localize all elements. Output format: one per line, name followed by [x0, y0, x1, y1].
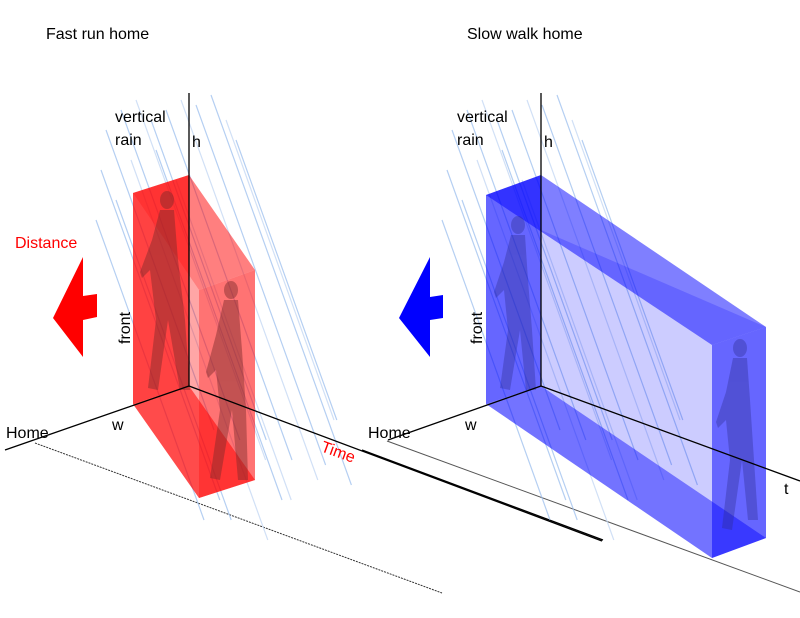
- blue-direction-arrow-icon: [399, 257, 443, 357]
- rain-streak: [496, 119, 613, 441]
- walker-silhouette-front: [494, 216, 536, 390]
- rain-streak: [556, 94, 698, 486]
- blue-box-back: [712, 327, 766, 558]
- blue-box-side: [541, 230, 766, 538]
- red-box-front: [133, 175, 189, 404]
- rain-streak: [195, 104, 327, 466]
- left-w-axis: [4, 385, 190, 451]
- red-box-side: [133, 193, 199, 498]
- right-h-label: h: [544, 134, 553, 151]
- left-h-label: h: [192, 134, 201, 151]
- right-panel-title: Slow walk home: [467, 26, 583, 43]
- blue-box-bottom: [486, 386, 766, 558]
- right-home-label: Home: [368, 425, 411, 442]
- t-label: t: [784, 481, 789, 498]
- red-box-back: [199, 270, 255, 498]
- right-w-label: w: [464, 417, 477, 434]
- fast-run-volume: [133, 175, 255, 498]
- right-rain-label-2: rain: [457, 132, 484, 149]
- walker-silhouette-back: [716, 339, 758, 530]
- right-front-label: front: [469, 311, 486, 344]
- rain-streak: [511, 109, 639, 461]
- right-t-axis: [540, 385, 800, 482]
- right-ground-line-black: [361, 449, 604, 541]
- left-front-label: front: [117, 311, 134, 344]
- runner-silhouette-front: [140, 191, 190, 390]
- rain-streak: [210, 94, 352, 486]
- rain-streak: [235, 139, 338, 421]
- blue-box-top: [486, 175, 766, 345]
- right-ground-line-grey: [386, 440, 800, 593]
- left-home-label: Home: [6, 425, 49, 442]
- left-panel-title: Fast run home: [46, 26, 149, 43]
- red-direction-arrow-icon: [53, 257, 97, 357]
- left-time-axis: [188, 385, 603, 542]
- rain-streak: [225, 119, 335, 421]
- runner-silhouette-back: [206, 281, 248, 480]
- blue-box-front: [486, 175, 541, 404]
- left-dotted-ground-line: [34, 442, 443, 594]
- rain-streak: [481, 99, 613, 461]
- rain-streak: [526, 99, 665, 481]
- left-w-label: w: [111, 417, 124, 434]
- distance-label: Distance: [15, 235, 77, 252]
- right-w-axis: [387, 385, 542, 441]
- slow-walk-volume: [486, 175, 766, 558]
- rain-streak: [541, 104, 673, 466]
- right-rain-label-1: vertical: [457, 109, 508, 126]
- left-rain-label-1: vertical: [115, 109, 166, 126]
- left-rain-label-2: rain: [115, 132, 142, 149]
